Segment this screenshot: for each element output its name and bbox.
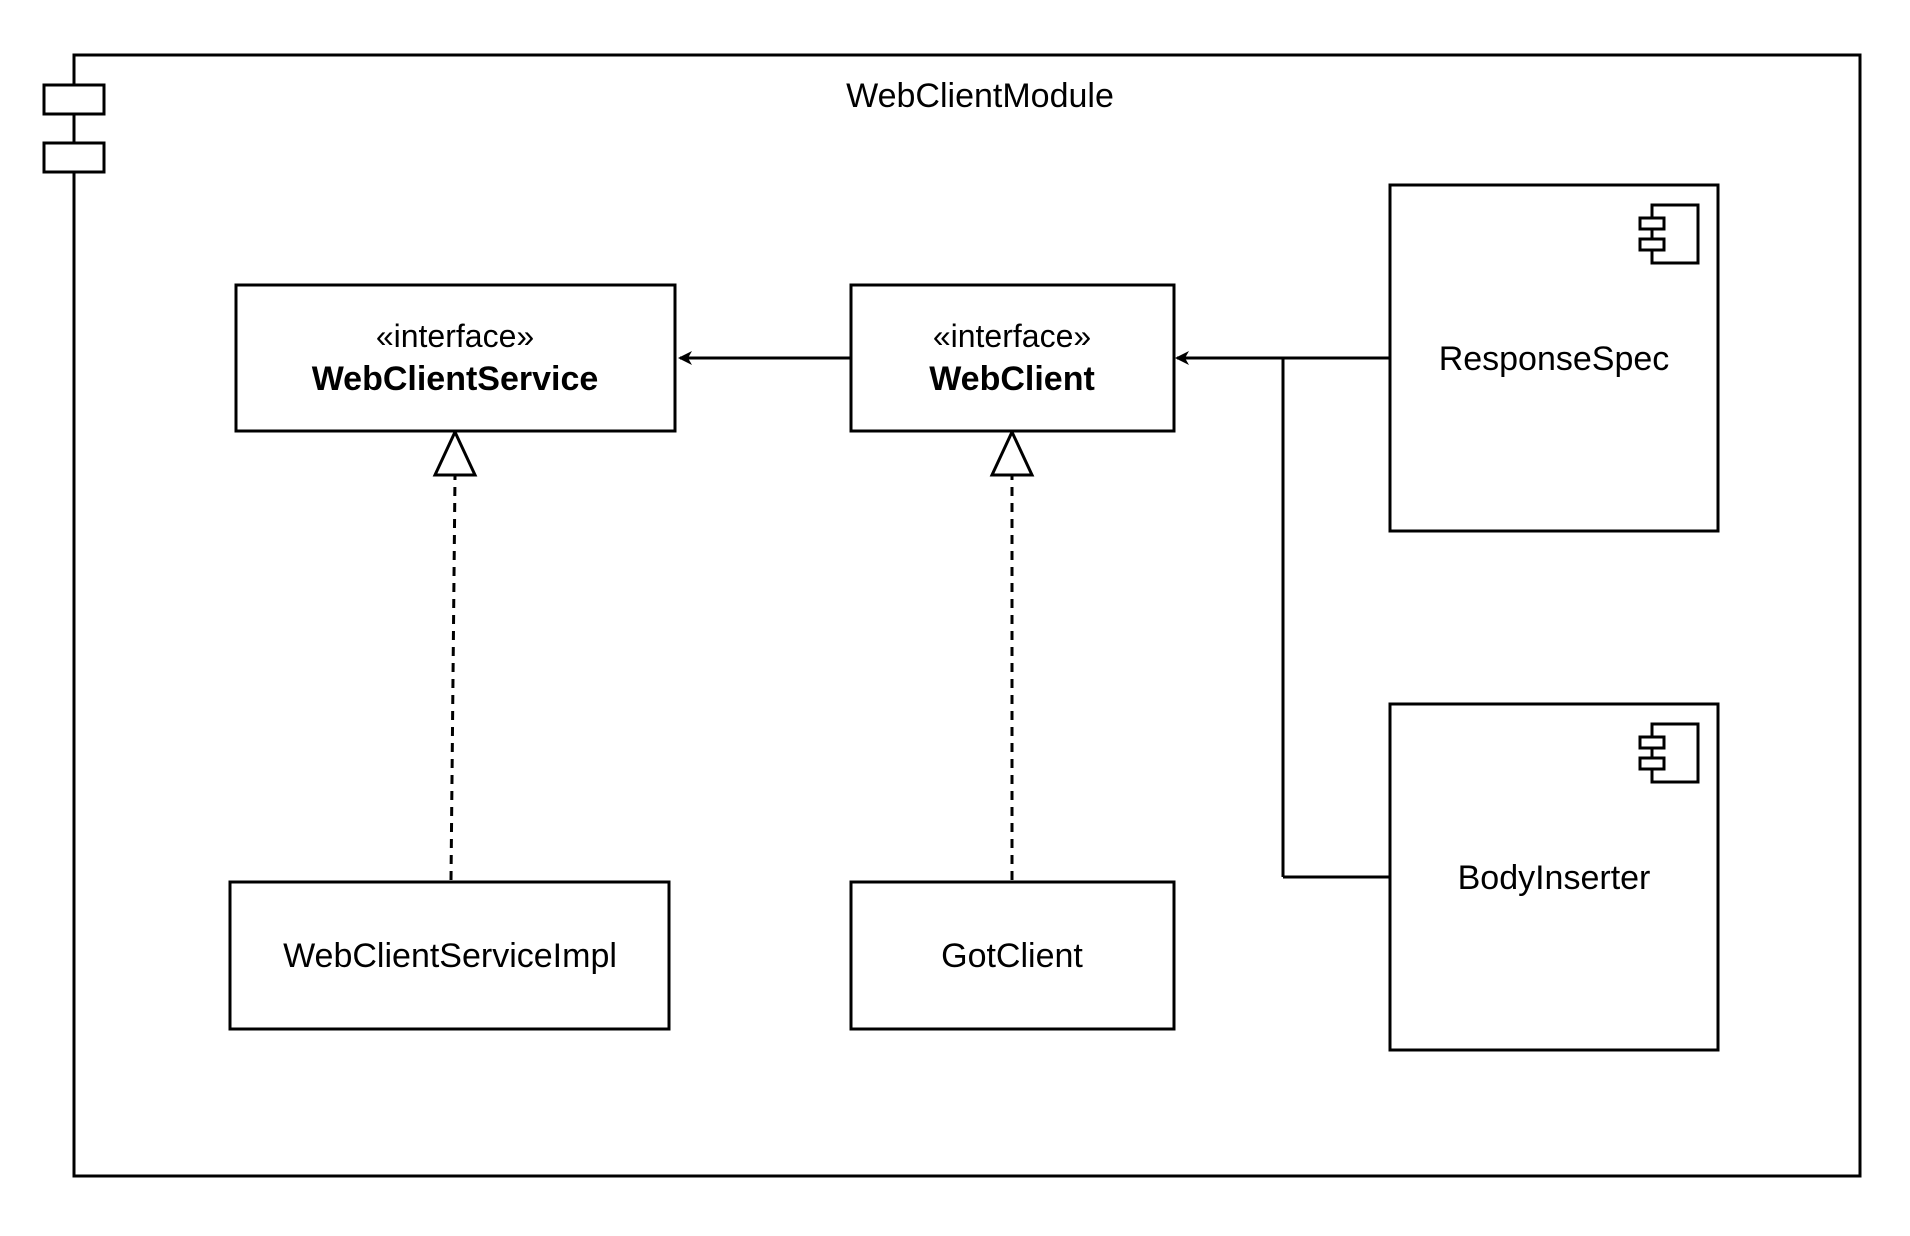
bodyinserter-name: BodyInserter bbox=[1458, 859, 1651, 897]
component-icon bbox=[1638, 203, 1700, 265]
webclientservice-stereotype: «interface» bbox=[376, 318, 534, 354]
gotclient-name: GotClient bbox=[941, 937, 1083, 975]
webclientserviceimpl-name: WebClientServiceImpl bbox=[283, 937, 617, 975]
component-tab-icon bbox=[42, 141, 106, 174]
component-icon bbox=[1638, 722, 1700, 784]
bodyinserter-component-box: BodyInserter bbox=[1388, 702, 1720, 1052]
webclient-name: WebClient bbox=[929, 360, 1095, 398]
webclient-stereotype: «interface» bbox=[933, 318, 1091, 354]
module-title: WebClientModule bbox=[846, 77, 1114, 115]
responsespec-component-box: ResponseSpec bbox=[1388, 183, 1720, 533]
webclientservice-interface-box: «interface» WebClientService bbox=[234, 283, 677, 433]
responsespec-name: ResponseSpec bbox=[1439, 340, 1670, 378]
webclient-realization-arrowhead bbox=[989, 428, 1035, 477]
connectors bbox=[432, 351, 1390, 881]
gotclient-class-box: GotClient bbox=[849, 880, 1176, 1031]
webclientservice-name: WebClientService bbox=[312, 360, 599, 398]
webclient-interface-box: «interface» WebClient bbox=[849, 283, 1176, 433]
component-tab-icon bbox=[42, 83, 106, 116]
webclientservice-realization-arrowhead bbox=[432, 428, 478, 477]
webclientserviceimpl-class-box: WebClientServiceImpl bbox=[228, 880, 671, 1031]
webclientserviceimpl-realization-line bbox=[449, 475, 457, 881]
